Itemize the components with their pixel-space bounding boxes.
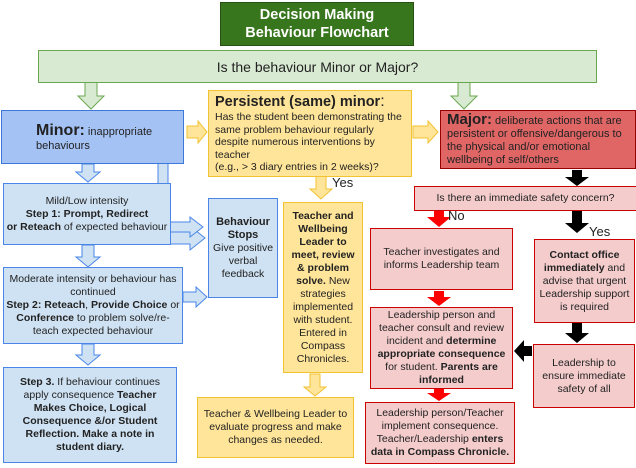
title-line1: Decision Making: [259, 7, 375, 23]
consult-text2: for student.: [385, 361, 441, 373]
step1-rest: of expected behaviour: [61, 220, 168, 233]
step2-bold3: Conference: [16, 312, 75, 324]
persistent-heading: Persistent (same) minor: [215, 94, 381, 110]
consult-text1: Leadership person and teacher consult an…: [379, 309, 504, 347]
arrow-persistent-to-major: [412, 119, 439, 145]
step1-box: Mild/Low intensity Step 1: Prompt, Redir…: [3, 183, 171, 245]
investigate-text: Teacher investigates and informs Leaders…: [383, 246, 500, 271]
arrow-step2-to-stops: [182, 285, 208, 309]
persistent-colon: :: [380, 93, 385, 110]
arrow-to-minor: [76, 81, 106, 110]
contact-bold: Contact office immediately: [543, 248, 620, 274]
major-box: Major: deliberate actions that are persi…: [440, 110, 636, 169]
consult-bold2: Parents are informed: [419, 361, 498, 386]
consult-box: Leadership person and teacher consult an…: [370, 307, 513, 389]
arrow-contact-to-ensure: [565, 323, 589, 343]
minor-heading: Minor:: [36, 122, 85, 139]
question-text: Is the behaviour Minor or Major?: [216, 58, 419, 75]
safety-text: Is there an immediate safety concern?: [436, 192, 615, 204]
minor-text: inappropriate behaviours: [36, 126, 153, 152]
flowchart-title: Decision Making Behaviour Flowchart: [220, 2, 414, 46]
step1-bold2: or Reteach: [6, 220, 62, 233]
persistent-example: (e.g., > 3 diary entries in 2 weeks)?: [215, 161, 379, 173]
step2-box: Moderate intensity or behaviour has cont…: [3, 267, 183, 344]
teacher-leader-box: Teacher and Wellbeing Leader to meet, re…: [283, 202, 363, 373]
stops-text: Give positive verbal feedback: [212, 241, 274, 280]
implement-text: Leadership person/Teacher implement cons…: [376, 407, 504, 445]
step3-text: If behaviour continues apply consequence: [23, 376, 161, 401]
step1-bold1: Step 1: Prompt, Redirect: [25, 207, 149, 220]
title-line2: Behaviour Flowchart: [245, 25, 389, 41]
major-heading: Major:: [447, 110, 492, 128]
arrow-to-major: [449, 81, 479, 110]
step2-sep2: or: [167, 299, 180, 311]
arrow-minor-to-persistent: [186, 119, 208, 145]
step2-intro: Moderate intensity or behaviour has cont…: [9, 273, 177, 298]
step2-bold1: Step 2: Reteach: [6, 299, 86, 311]
ensure-text: Leadership to ensure immediate safety of…: [542, 356, 626, 395]
evaluate-text: Teacher & Wellbeing Leader to evaluate p…: [203, 408, 348, 446]
question-box: Is the behaviour Minor or Major?: [38, 50, 597, 83]
arrow-step1-to-step2: [74, 244, 102, 268]
arrow-persistent-yes: [308, 175, 334, 200]
investigate-box: Teacher investigates and informs Leaders…: [370, 228, 513, 290]
arrow-safety-yes: [565, 211, 589, 233]
arrow-major-to-safety: [565, 170, 589, 186]
label-yes-safety: Yes: [589, 224, 611, 239]
behaviour-stops-box: Behaviour Stops Give positive verbal fee…: [208, 198, 278, 298]
step2-sep1: ,: [85, 299, 91, 311]
step3-box: Step 3. If behaviour continues apply con…: [3, 367, 177, 463]
step1-intro: Mild/Low intensity: [45, 194, 129, 207]
arrow-investigate-to-consult: [427, 291, 451, 306]
safety-question-box: Is there an immediate safety concern?: [414, 186, 636, 211]
teacher-leader-bold: Teacher and Wellbeing Leader to meet, re…: [291, 209, 355, 287]
persistent-box: Persistent (same) minor: Has the student…: [208, 90, 412, 177]
implement-box: Leadership person/Teacher implement cons…: [365, 402, 515, 464]
label-no: No: [448, 208, 465, 223]
persistent-text: Has the student been demonstrating the s…: [215, 111, 402, 161]
evaluate-box: Teacher & Wellbeing Leader to evaluate p…: [197, 397, 354, 458]
step2-bold2: Provide Choice: [90, 299, 168, 311]
contact-office-box: Contact office immediately and advise th…: [534, 239, 635, 323]
step3-bold: Teacher Makes Choice, Logical Consequenc…: [22, 389, 158, 453]
implement-bold: enters data in Compass Chronicle.: [370, 433, 510, 458]
arrow-step1-to-stops: [169, 215, 204, 239]
arrow-consult-to-implement: [427, 389, 451, 401]
arrow-safety-no: [427, 211, 451, 227]
arrow-minor-to-step1: [74, 163, 102, 183]
contact-text: and advise that urgent Leadership suppor…: [539, 261, 630, 313]
consult-bold1: determine appropriate consequence: [377, 335, 506, 360]
arrow-step2-to-step3: [74, 343, 102, 366]
label-yes-persistent: Yes: [332, 175, 354, 190]
teacher-leader-text: New strategies implemented with student.…: [292, 274, 354, 365]
minor-box: Minor: inappropriate behaviours: [1, 110, 184, 164]
step3-label: Step 3.: [19, 376, 55, 388]
step2-rest: to problem solve/re-teach expected behav…: [32, 312, 170, 337]
major-text: deliberate actions that are persistent o…: [447, 114, 622, 166]
ensure-safety-box: Leadership to ensure immediate safety of…: [533, 344, 635, 408]
arrow-ensure-to-consult: [514, 340, 532, 362]
stops-heading: Behaviour Stops: [216, 215, 270, 241]
arrow-to-evaluate: [302, 373, 328, 397]
